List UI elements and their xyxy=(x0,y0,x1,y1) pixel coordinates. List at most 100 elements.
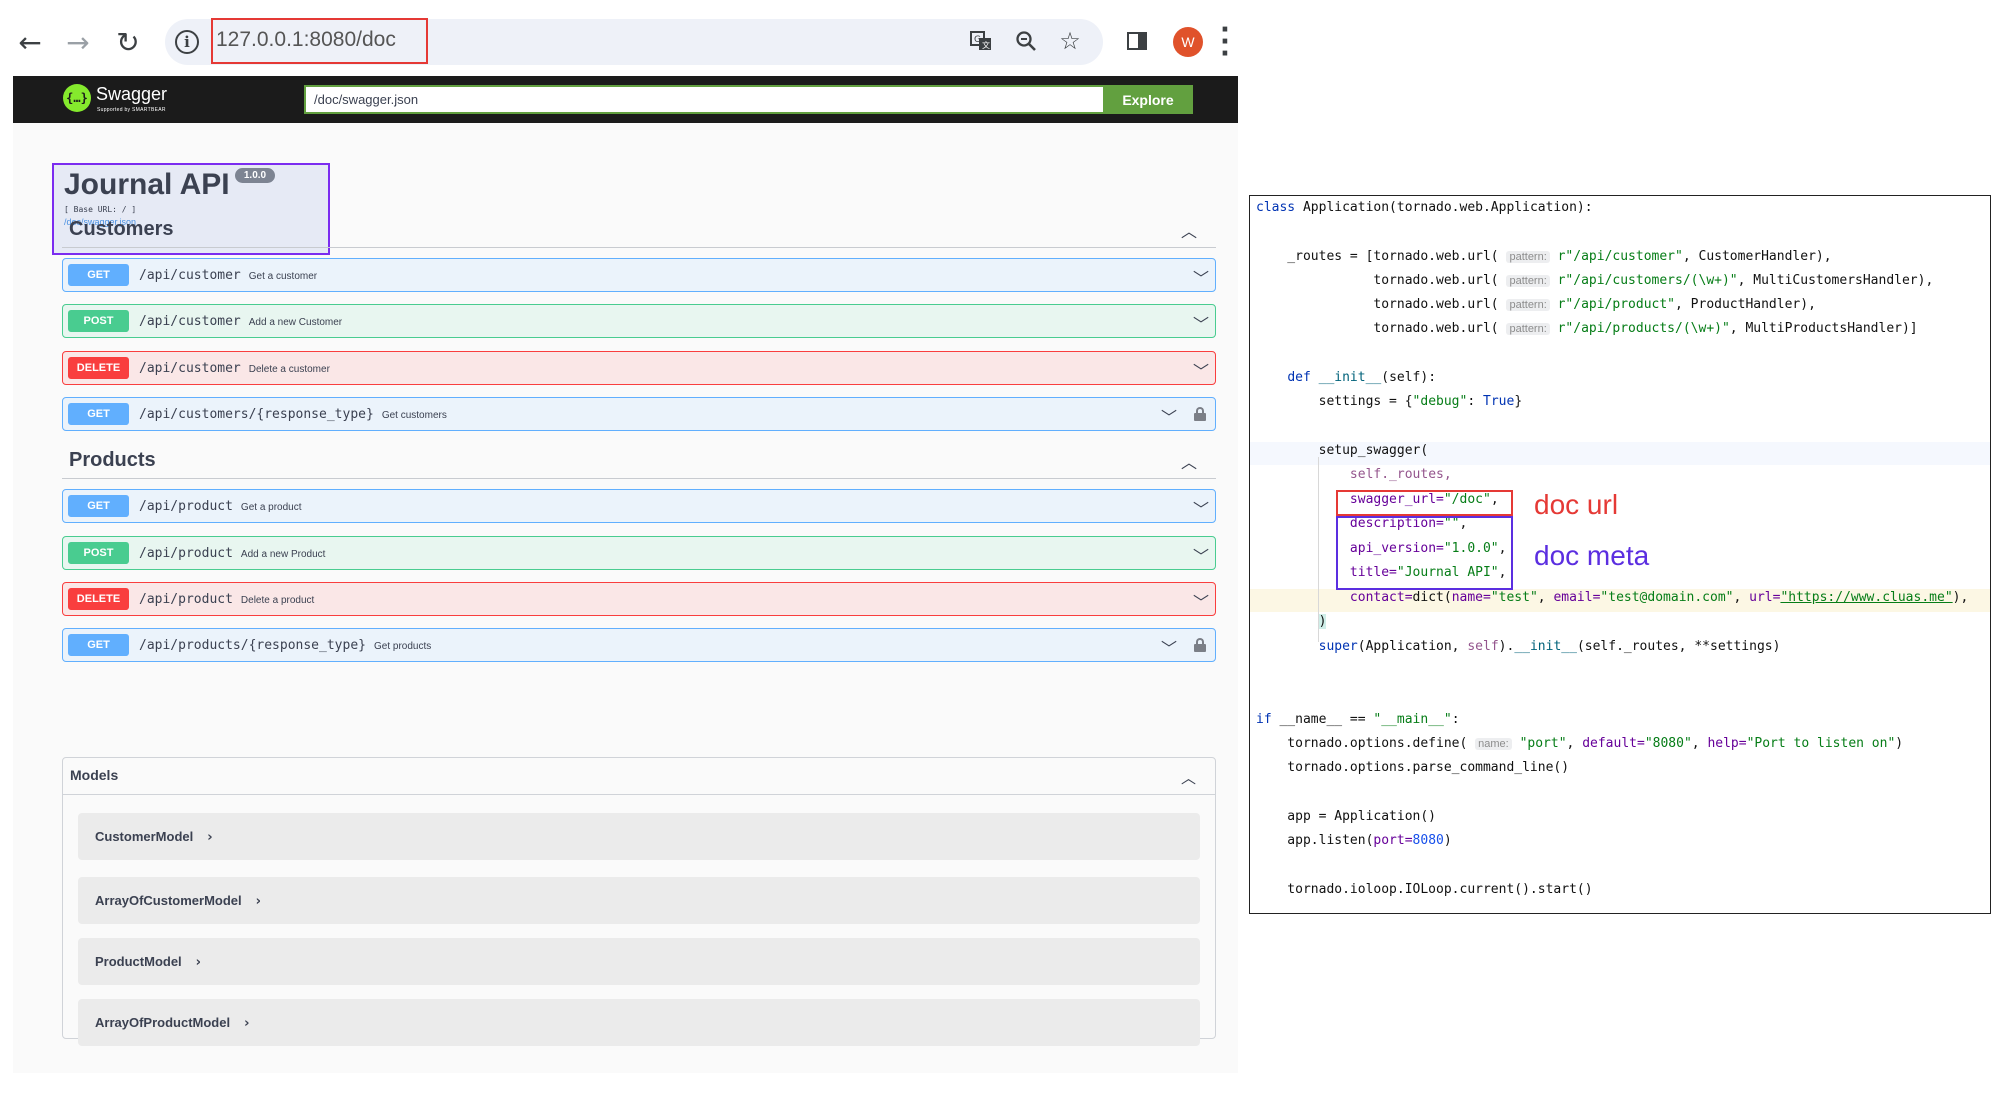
model-product[interactable]: ProductModel › xyxy=(78,938,1200,985)
code-token: r"/api/customers/(\w+)" xyxy=(1557,273,1738,288)
code-token: __name__ == xyxy=(1271,712,1374,727)
explore-button[interactable]: Explore xyxy=(1103,85,1193,114)
chevron-up-icon[interactable]: ︿ xyxy=(1180,222,1197,241)
code-token: self._routes, xyxy=(1349,467,1452,482)
operation-path: /api/customer xyxy=(139,314,241,329)
back-arrow-icon[interactable]: ← xyxy=(18,25,42,59)
code-line-settings: settings = {"debug": True} xyxy=(1256,390,1523,414)
doc-url-annotation: doc url xyxy=(1534,489,1619,520)
code-token: tornado.ioloop.IOLoop.current().start() xyxy=(1256,882,1593,897)
code-token: name= xyxy=(1451,590,1491,605)
tag-customers[interactable]: Customers ︿ xyxy=(62,214,1216,248)
chevron-down-icon[interactable]: ﹀ xyxy=(1160,408,1177,427)
code-token: , ProductHandler), xyxy=(1675,297,1816,312)
address-bar[interactable]: i xyxy=(165,19,1103,65)
code-token: : xyxy=(1467,394,1483,409)
info-icon[interactable]: i xyxy=(175,30,199,54)
chevron-right-icon[interactable]: › xyxy=(195,955,202,970)
code-token: __init__ xyxy=(1514,639,1577,654)
lock-icon[interactable] xyxy=(1194,638,1206,652)
models-header[interactable]: Models ︿ xyxy=(63,758,1215,795)
reload-icon[interactable]: ↻ xyxy=(116,25,140,59)
model-name: ProductModel xyxy=(95,954,182,969)
operation-path: /api/customer xyxy=(139,361,241,376)
chevron-down-icon[interactable]: ﹀ xyxy=(1192,547,1209,566)
code-line-super: super(Application, self).__init__(self._… xyxy=(1256,635,1781,659)
chevron-down-icon[interactable]: ﹀ xyxy=(1192,315,1209,334)
swagger-logo-text: Swagger xyxy=(96,84,168,104)
chevron-down-icon[interactable]: ﹀ xyxy=(1192,593,1209,612)
chevron-down-icon[interactable]: ﹀ xyxy=(1160,639,1177,658)
code-line-listen: app.listen(port=8080) xyxy=(1256,829,1451,853)
chevron-down-icon[interactable]: ﹀ xyxy=(1192,269,1209,288)
operation-path: /api/customer xyxy=(139,268,241,283)
chevron-up-icon[interactable]: ︿ xyxy=(1180,769,1196,787)
chevron-right-icon[interactable]: › xyxy=(244,1016,250,1031)
operation-path-wrap: /api/products/{response_type}Get product… xyxy=(139,638,431,653)
lock-icon[interactable] xyxy=(1194,407,1206,421)
chevron-down-icon[interactable]: ﹀ xyxy=(1192,500,1209,519)
model-array-of-customer[interactable]: ArrayOfCustomerModel› xyxy=(78,877,1200,924)
model-array-of-product[interactable]: ArrayOfProductModel › xyxy=(78,999,1200,1046)
url-text[interactable]: 127.0.0.1:8080/doc xyxy=(216,28,396,51)
operation-path: /api/product xyxy=(139,499,233,514)
chevron-right-icon[interactable]: › xyxy=(207,830,213,845)
operation-summary: Get products xyxy=(373,641,432,652)
method-badge: GET xyxy=(68,495,129,517)
doc-meta-highlight-box xyxy=(1336,516,1513,590)
code-token: , CustomerHandler), xyxy=(1682,249,1832,264)
code-line-route-0: _routes = [tornado.web.url( pattern: r"/… xyxy=(1256,245,1832,269)
code-token: r"/api/customer" xyxy=(1557,249,1683,264)
code-token: True xyxy=(1483,394,1515,409)
model-customer[interactable]: CustomerModel › xyxy=(78,813,1200,860)
forward-arrow-icon[interactable]: → xyxy=(66,25,90,59)
code-line-if: if __name__ == "__main__": xyxy=(1256,708,1460,732)
code-line-setup: setup_swagger( xyxy=(1256,439,1429,463)
svg-text:G: G xyxy=(974,35,981,45)
spec-url-input[interactable]: /doc/swagger.json xyxy=(304,85,1119,114)
code-token[interactable]: "https://www.cluas.me" xyxy=(1780,590,1953,605)
model-name-wrap: ProductModel › xyxy=(95,954,201,970)
code-token: port= xyxy=(1373,833,1413,848)
model-name: ArrayOfProductModel xyxy=(95,1015,231,1030)
avatar[interactable]: W xyxy=(1173,27,1203,57)
chevron-right-icon[interactable]: › xyxy=(255,894,261,909)
code-token: "Port to listen on" xyxy=(1746,736,1896,751)
code-token: "debug" xyxy=(1412,394,1468,409)
base-url: [ Base URL: / ] xyxy=(64,205,137,214)
url-highlight-box xyxy=(211,18,428,64)
code-token: Application(tornado.web.Application): xyxy=(1295,200,1593,215)
chevron-down-icon[interactable]: ﹀ xyxy=(1192,362,1209,381)
code-token: "__main__" xyxy=(1373,712,1452,727)
model-name: CustomerModel xyxy=(95,829,194,844)
side-panel-icon[interactable] xyxy=(1122,26,1152,56)
operation-path: /api/product xyxy=(139,592,233,607)
menu-kebab-icon[interactable]: ··· xyxy=(1220,15,1230,69)
spec-link[interactable]: /doc/swagger.json xyxy=(64,217,137,227)
inlay-hint: pattern: xyxy=(1506,275,1550,287)
chevron-up-icon[interactable]: ︿ xyxy=(1180,453,1197,472)
tag-title: Customers xyxy=(69,218,174,240)
method-badge: DELETE xyxy=(68,588,129,610)
code-line-description: description="", xyxy=(1349,516,1468,531)
tag-products[interactable]: Products ︿ xyxy=(62,445,1216,479)
operation-get-customers[interactable]: GET /api/customers/{response_type}Get cu… xyxy=(62,397,1216,431)
zoom-icon[interactable] xyxy=(1011,26,1041,56)
bookmark-star-icon[interactable]: ☆ xyxy=(1059,27,1081,55)
tag-title: Products xyxy=(69,449,156,471)
code-token: __init__ xyxy=(1318,370,1382,385)
operation-get-products[interactable]: GET /api/products/{response_type}Get pro… xyxy=(62,628,1216,662)
code-token: (self._routes, **settings) xyxy=(1576,639,1781,654)
inlay-hint: pattern: xyxy=(1506,323,1550,335)
